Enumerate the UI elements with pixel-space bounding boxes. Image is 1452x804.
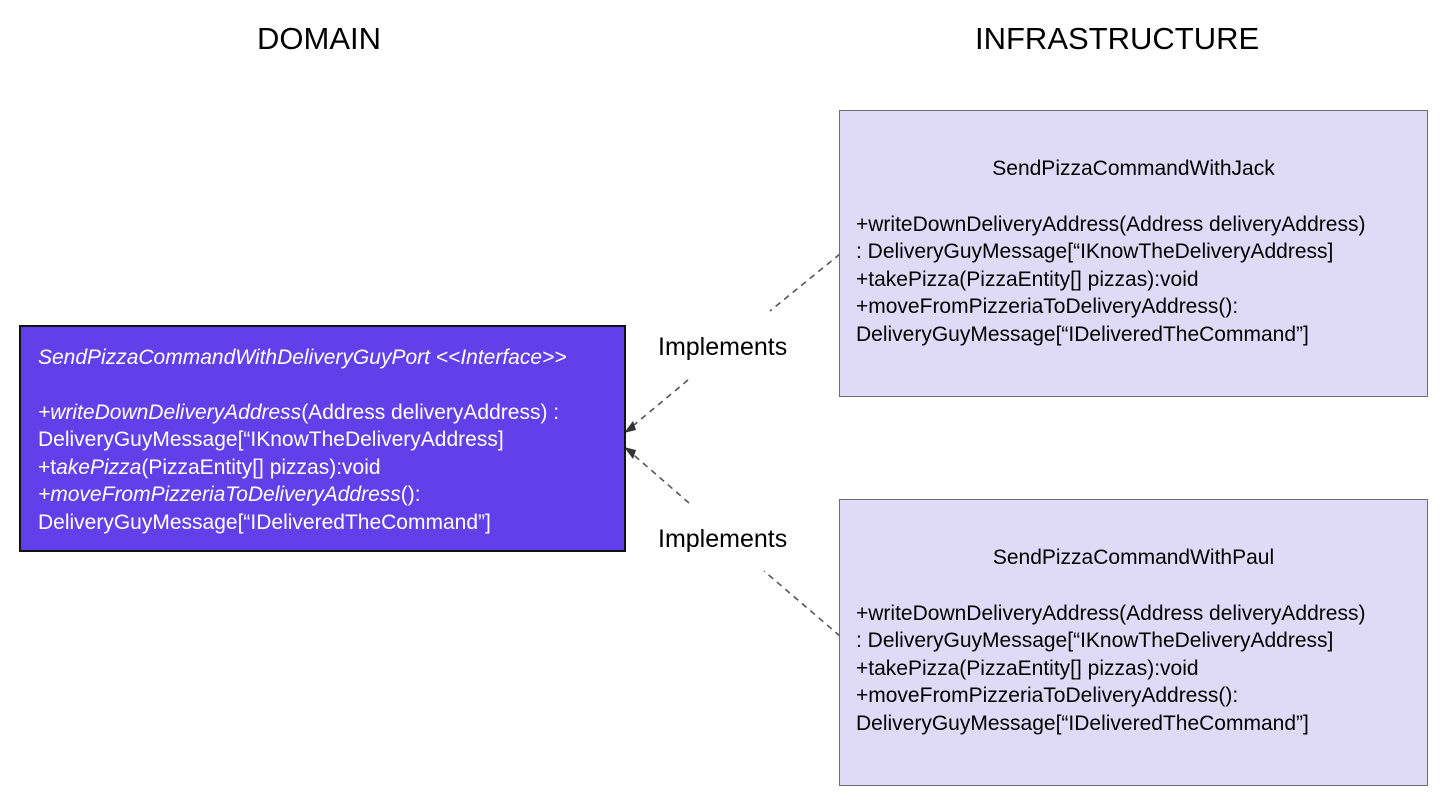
implements-label-jack: Implements: [658, 333, 788, 361]
class-line: +moveFromPizzeriaToDeliveryAddress():: [856, 684, 1239, 707]
implements-edge-paul-lower: [763, 570, 841, 637]
interface-method-move-return: DeliveryGuyMessage[“IDeliveredTheCommand…: [38, 510, 491, 534]
class-line: +writeDownDeliveryAddress(Address delive…: [856, 601, 1366, 625]
domain-heading: DOMAIN: [257, 21, 381, 56]
interface-method-take-pizza: +takePizza(PizzaEntity[] pizzas):void: [38, 455, 381, 479]
interface-method-write-address-return: DeliveryGuyMessage[“IKnowTheDeliveryAddr…: [38, 428, 504, 451]
class-title-jack: SendPizzaCommandWithJack: [992, 157, 1275, 180]
class-line: +moveFromPizzeriaToDeliveryAddress():: [856, 295, 1239, 318]
class-line: DeliveryGuyMessage[“IDeliveredTheCommand…: [856, 322, 1309, 346]
class-line: DeliveryGuyMessage[“IDeliveredTheCommand…: [856, 711, 1309, 735]
arrowhead-jack-icon: [624, 421, 636, 433]
interface-method-write-address: +writeDownDeliveryAddress(Address delive…: [38, 400, 560, 424]
class-line: +takePizza(PizzaEntity[] pizzas):void: [856, 267, 1199, 291]
class-line: +writeDownDeliveryAddress(Address delive…: [856, 212, 1366, 236]
class-line: : DeliveryGuyMessage[“IKnowTheDeliveryAd…: [856, 629, 1334, 652]
interface-title: SendPizzaCommandWithDeliveryGuyPort <<In…: [38, 346, 567, 369]
class-line: : DeliveryGuyMessage[“IKnowTheDeliveryAd…: [856, 240, 1334, 263]
interface-class-box[interactable]: SendPizzaCommandWithDeliveryGuyPort <<In…: [19, 325, 626, 552]
class-box-jack[interactable]: SendPizzaCommandWithJack +writeDownDeliv…: [839, 110, 1428, 397]
class-box-paul[interactable]: SendPizzaCommandWithPaul +writeDownDeliv…: [839, 499, 1428, 786]
implements-edge-jack-lower: [627, 379, 689, 431]
infrastructure-heading: INFRASTRUCTURE: [975, 21, 1260, 56]
implements-label-paul: Implements: [658, 525, 788, 553]
class-title-paul: SendPizzaCommandWithPaul: [992, 546, 1275, 569]
implements-edge-paul-upper: [627, 449, 690, 504]
interface-method-move: +moveFromPizzeriaToDeliveryAddress():: [38, 483, 421, 506]
implements-edge-jack-upper: [769, 253, 841, 312]
class-line: +takePizza(PizzaEntity[] pizzas):void: [856, 656, 1199, 680]
arrowhead-paul-icon: [624, 447, 636, 459]
